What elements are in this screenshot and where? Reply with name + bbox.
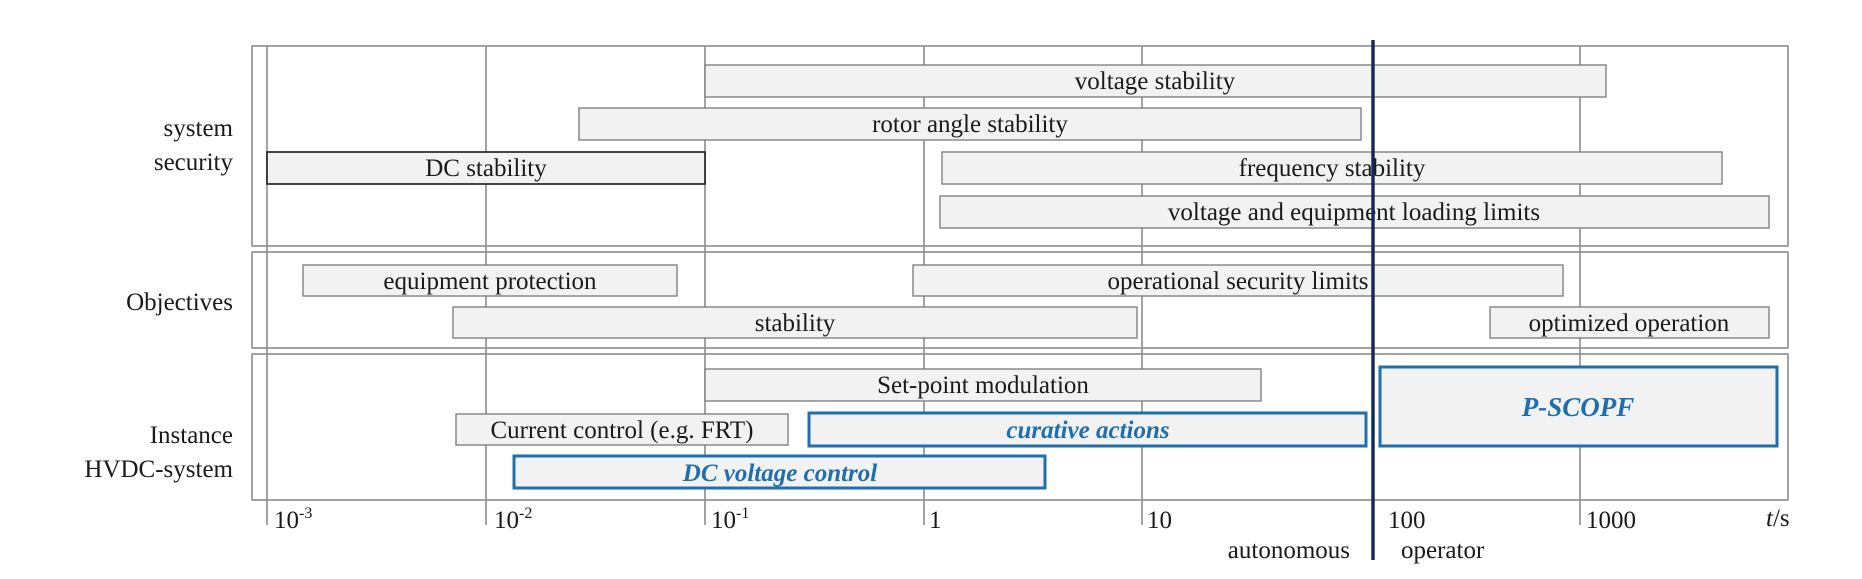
tick-label-1e-3: 10-3 (274, 505, 312, 534)
bar-label-current-control: Current control (e.g. FRT) (490, 417, 753, 444)
row-label-instance: Instance (150, 422, 233, 449)
bar-stability (452, 306, 1138, 339)
bar-rotor-angle-stability (578, 107, 1362, 141)
axis-unit-label: t/s (1766, 505, 1790, 532)
tick-label-1e-1: 10-1 (711, 505, 749, 534)
bar-label-frequency-stability: frequency stability (1239, 155, 1426, 182)
bar-frequency-stability (941, 151, 1723, 185)
bar-label-voltage-equipment-limits: voltage and equipment loading limits (1168, 199, 1540, 226)
bar-equipment-protection (302, 264, 678, 297)
bar-voltage-stability (704, 64, 1607, 98)
bar-operational-security-limits (912, 264, 1564, 297)
bar-dc-voltage-control (512, 454, 1047, 490)
bar-label-setpoint-modulation: Set-point modulation (877, 372, 1089, 399)
panel-system-security (251, 45, 1789, 247)
bar-label-stability: stability (755, 310, 836, 337)
tick-label-10: 10 (1147, 507, 1172, 534)
bar-label-dc-voltage-control: DC voltage control (682, 460, 877, 487)
bar-voltage-equipment-limits (939, 195, 1770, 229)
tick-label-1: 1 (929, 507, 942, 534)
bar-label-curative-actions: curative actions (1006, 417, 1169, 444)
row-label-system: system (164, 115, 234, 142)
bar-current-control (455, 413, 789, 446)
bar-setpoint-modulation (704, 368, 1262, 402)
panel-objectives (251, 251, 1789, 349)
bar-label-voltage-stability: voltage stability (1075, 68, 1236, 95)
row-label-objectives: Objectives (126, 289, 233, 316)
tick-label-1000: 1000 (1586, 507, 1636, 534)
row-label-hvdc-system: HVDC-system (84, 456, 233, 483)
bar-label-equipment-protection: equipment protection (383, 268, 597, 295)
region-label-autonomous: autonomous (1228, 537, 1350, 564)
bar-label-dc-stability: DC stability (425, 155, 547, 182)
bar-curative-actions (807, 411, 1368, 448)
bar-label-optimized-operation: optimized operation (1529, 310, 1730, 337)
bar-label-p-scopf: P-SCOPF (1521, 392, 1635, 422)
tick-label-1e-2: 10-2 (494, 505, 532, 534)
panel-instance (251, 353, 1789, 501)
bar-dc-stability (266, 151, 706, 185)
bar-optimized-operation (1489, 306, 1770, 339)
bar-p-scopf (1378, 365, 1779, 448)
bar-label-rotor-angle-stability: rotor angle stability (872, 111, 1068, 138)
row-label-security: security (154, 149, 234, 176)
bar-label-operational-security-limits: operational security limits (1107, 268, 1368, 295)
region-label-operator: operator (1401, 537, 1485, 564)
tick-label-100: 100 (1388, 507, 1426, 534)
